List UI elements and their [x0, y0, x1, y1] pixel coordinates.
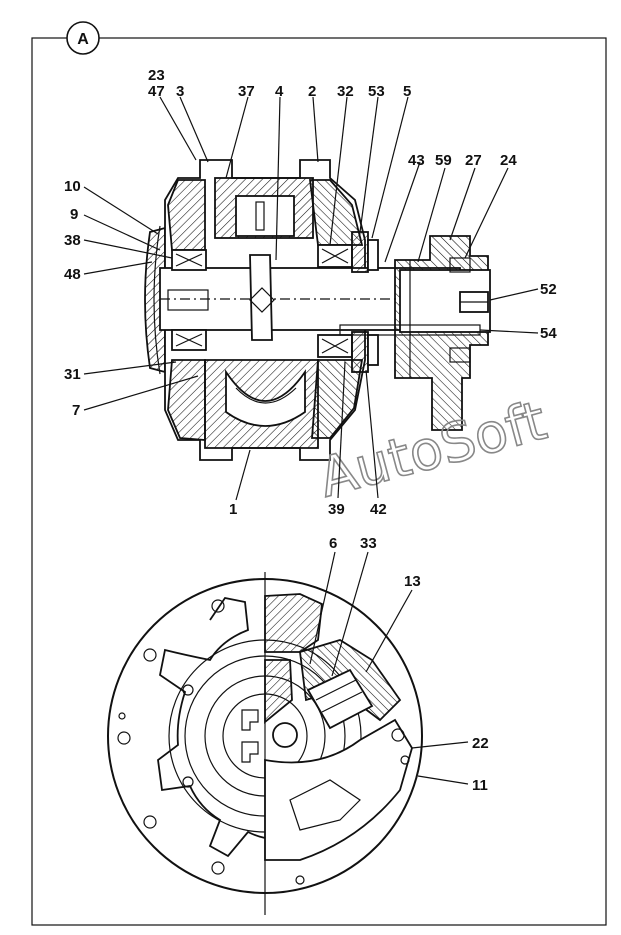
top-callouts: 23 47 3 37 4 2 32 53 5 43 59 27 24 10 9 …: [64, 67, 557, 518]
callout-59: 59: [435, 152, 452, 169]
callout-23: 23: [148, 67, 165, 84]
callout-24: 24: [500, 152, 517, 169]
callout-33: 33: [360, 535, 377, 552]
callout-7: 7: [72, 402, 80, 419]
frame-label: A: [77, 31, 89, 48]
callout-31: 31: [64, 366, 81, 383]
callout-47: 47: [148, 83, 165, 100]
drawing-frame: A: [31, 21, 607, 926]
callout-6: 6: [329, 535, 337, 552]
callout-13: 13: [404, 573, 421, 590]
callout-2: 2: [308, 83, 316, 100]
callout-22: 22: [472, 735, 489, 752]
callout-39: 39: [328, 501, 345, 518]
end-view: [107, 572, 423, 915]
callout-38: 38: [64, 232, 81, 249]
callout-3: 3: [176, 83, 184, 100]
sectional-view: [144, 159, 491, 461]
callout-11: 11: [472, 777, 488, 794]
callout-42: 42: [370, 501, 387, 518]
top-leader-lines: [83, 96, 539, 501]
callout-1: 1: [229, 501, 237, 518]
callout-43: 43: [408, 152, 425, 169]
callout-27: 27: [465, 152, 482, 169]
callout-48: 48: [64, 266, 81, 283]
callout-53: 53: [368, 83, 385, 100]
callout-32: 32: [337, 83, 354, 100]
callout-10: 10: [64, 178, 81, 195]
callout-37: 37: [238, 83, 255, 100]
callout-4: 4: [275, 83, 284, 100]
callout-5: 5: [403, 83, 411, 100]
bottom-callouts: 6 33 13 22 11: [329, 535, 489, 794]
callout-52: 52: [540, 281, 557, 298]
bottom-leader-lines: [309, 551, 469, 785]
callout-54: 54: [540, 325, 557, 342]
callout-9: 9: [70, 206, 78, 223]
